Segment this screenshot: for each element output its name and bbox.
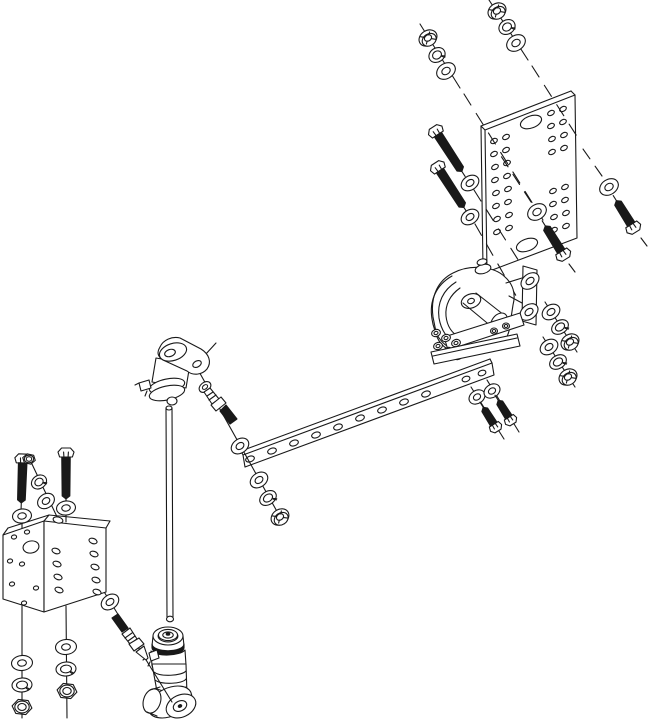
gearbox-locknut-stacks (539, 301, 580, 388)
nut-stack-bottom-left (10, 654, 34, 716)
bell-crank (134, 336, 217, 406)
mounting-plate (480, 90, 578, 273)
bracket-diagonal-fastener (22, 453, 55, 510)
stud-assembly-lower (81, 555, 173, 703)
cylinder-assembly (142, 626, 197, 719)
plate-bolt-right (599, 178, 642, 235)
control-rod (165, 405, 175, 623)
angle-bracket (2, 461, 111, 719)
plate-bolt-lower-left (429, 160, 480, 226)
plate-bolt-center (527, 203, 572, 262)
nut-stack-bottom-right (54, 638, 78, 700)
bracket-bolt-right (55, 447, 77, 516)
locknut-stack-top-left (418, 29, 456, 80)
gearbox-assembly (430, 258, 540, 365)
drag-link-bar (240, 358, 495, 468)
locknut-stack-top-right (487, 2, 526, 52)
stud-assembly-upper (196, 367, 290, 526)
bracket-bolt-left (11, 453, 33, 524)
bar-end-bolts (468, 379, 520, 440)
plate-bolt-upper-left (427, 124, 480, 192)
